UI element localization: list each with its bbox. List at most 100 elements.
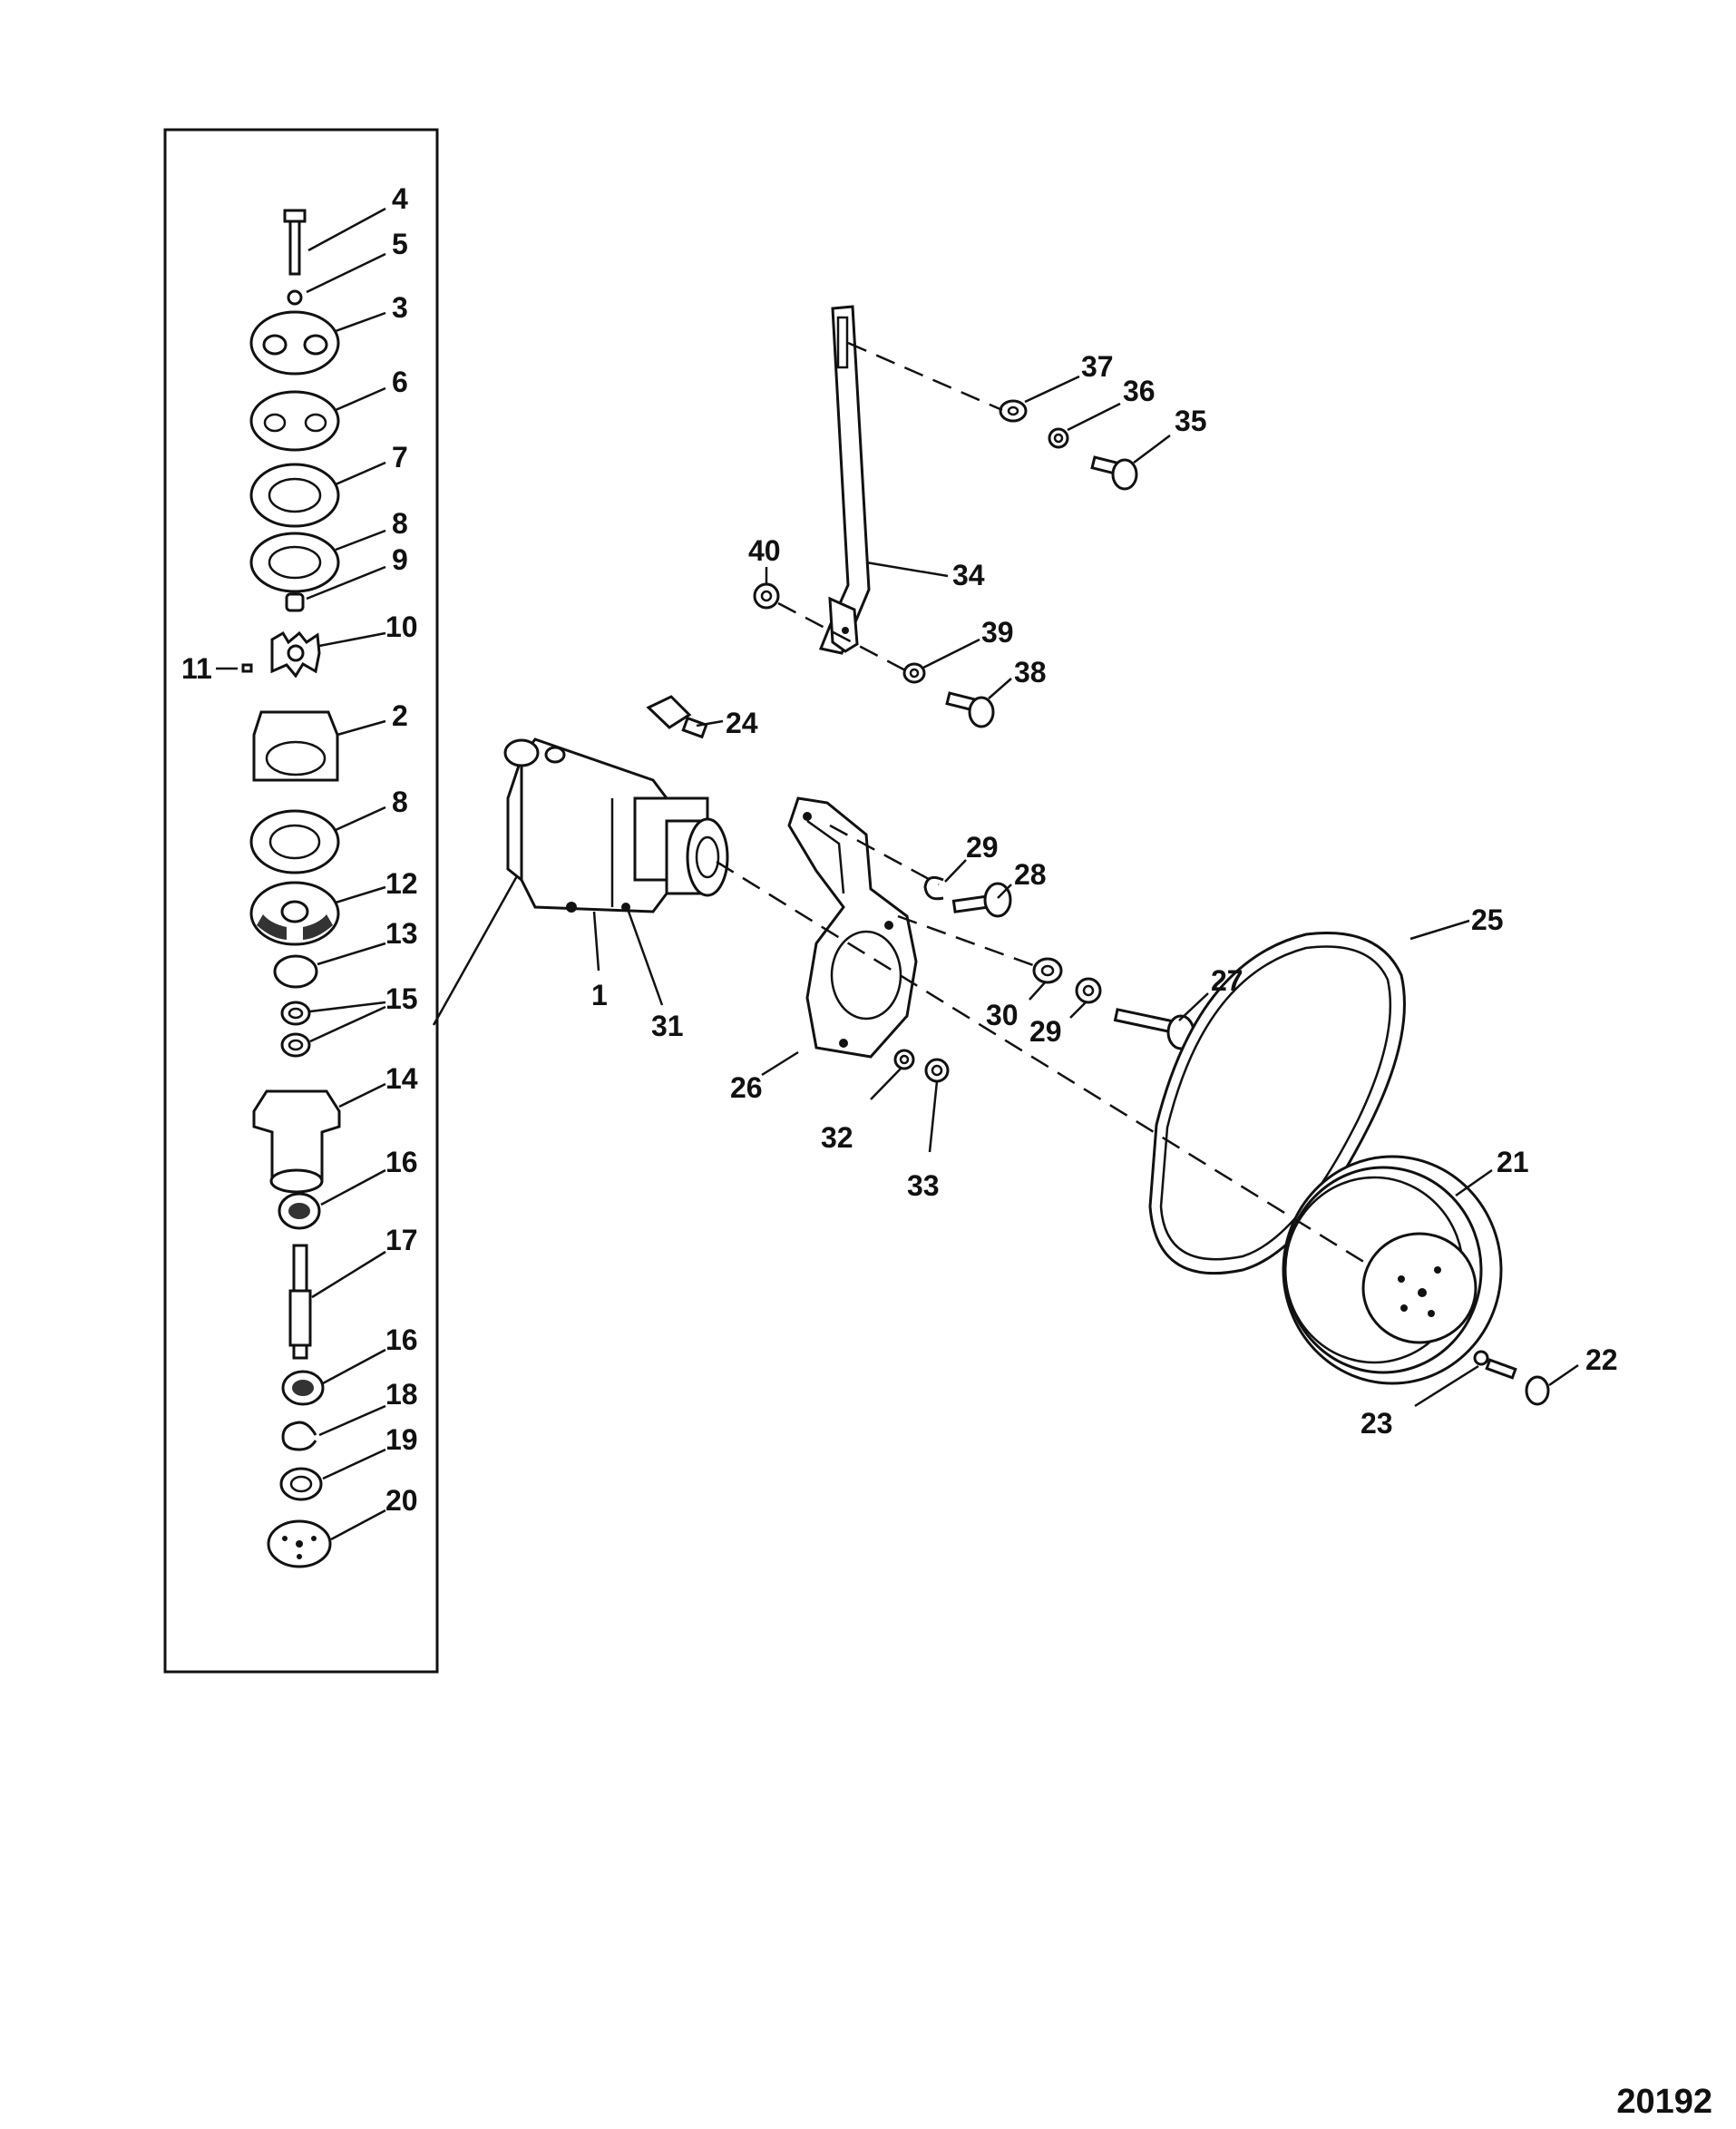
leader-26 xyxy=(761,1050,799,1077)
inset-parts xyxy=(216,207,386,1568)
leader-8b xyxy=(335,806,386,832)
part-bearing-upper xyxy=(278,1192,321,1230)
leader-30 xyxy=(1029,981,1047,1001)
callout-37: 37 xyxy=(1081,350,1114,383)
callout-3: 3 xyxy=(392,291,408,324)
callout-17: 17 xyxy=(385,1224,418,1256)
callout-9: 9 xyxy=(392,543,408,576)
callout-38: 38 xyxy=(1014,656,1047,689)
leader-32 xyxy=(870,1067,902,1100)
callout-27: 27 xyxy=(1211,964,1243,997)
leader-25 xyxy=(1409,919,1470,941)
callout-22: 22 xyxy=(1585,1343,1618,1376)
callout-35: 35 xyxy=(1175,405,1207,437)
callout-29b: 29 xyxy=(1029,1015,1062,1048)
part-arm-washer xyxy=(999,399,1028,423)
inset-frame xyxy=(163,128,439,1674)
part-mounting-bracket xyxy=(787,796,918,1059)
part-gasket-lower xyxy=(249,809,340,874)
callout-33: 33 xyxy=(907,1169,940,1202)
part-shaft xyxy=(288,1244,312,1360)
callout-labels: 4 5 3 6 7 8 9 10 11 2 8 12 13 15 14 16 1… xyxy=(181,182,1618,1517)
leader-36 xyxy=(1067,402,1121,432)
callout-8b: 8 xyxy=(392,786,408,818)
part-pulley xyxy=(1282,1155,1503,1385)
callout-40: 40 xyxy=(748,534,781,567)
callout-24: 24 xyxy=(726,707,758,739)
assembly-line-arm-lower xyxy=(777,601,908,673)
callout-21: 21 xyxy=(1497,1146,1529,1178)
leader-31 xyxy=(626,908,664,1006)
part-seals xyxy=(280,1001,311,1058)
callout-31: 31 xyxy=(651,1010,684,1042)
callout-16: 16 xyxy=(385,1146,418,1178)
part-pulley-bolt xyxy=(1485,1358,1550,1406)
part-gasket-upper xyxy=(249,532,340,593)
part-gasket xyxy=(249,390,340,452)
drawing-number: 20192 xyxy=(1616,2083,1712,2121)
part-drive-belt xyxy=(1148,931,1406,1275)
assembly-line-bracket xyxy=(829,824,940,886)
leader-16 xyxy=(320,1168,386,1206)
callout-5: 5 xyxy=(392,228,408,260)
callout-11: 11 xyxy=(181,652,212,685)
part-small-washer xyxy=(893,1049,915,1070)
callout-8: 8 xyxy=(392,507,408,540)
leader-24 xyxy=(696,719,724,728)
part-wear-plate xyxy=(249,463,340,528)
part-washer xyxy=(287,289,303,306)
part-impeller-housing xyxy=(252,710,339,782)
leader-37 xyxy=(1024,375,1080,404)
leader-2 xyxy=(336,719,386,737)
leader-15b xyxy=(309,1005,386,1043)
part-flat-washer xyxy=(1032,957,1063,984)
leader-7 xyxy=(335,461,386,486)
leader-19 xyxy=(322,1448,386,1480)
callout-25: 25 xyxy=(1471,903,1504,936)
leader-9 xyxy=(306,565,386,601)
part-adjusting-arm xyxy=(818,305,871,655)
pump-assembly xyxy=(503,737,729,913)
callout-23: 23 xyxy=(1361,1407,1393,1440)
leader-21 xyxy=(1455,1168,1493,1197)
leader-4 xyxy=(307,207,386,252)
leader-1 xyxy=(592,911,600,972)
leader-27 xyxy=(1178,992,1209,1021)
part-arm-lower-washer xyxy=(902,662,926,684)
leader-28 xyxy=(997,884,1012,899)
part-washer-lower xyxy=(279,1467,323,1501)
leader-17 xyxy=(311,1250,386,1299)
part-fitting xyxy=(646,695,708,739)
callout-6: 6 xyxy=(392,366,408,398)
leader-38 xyxy=(988,678,1012,699)
part-lock-washer xyxy=(923,875,944,901)
callout-18: 18 xyxy=(385,1378,418,1411)
part-sleeve xyxy=(285,592,305,612)
callout-13: 13 xyxy=(385,917,418,950)
leader-13 xyxy=(317,942,386,966)
leader-12 xyxy=(335,885,386,904)
part-long-bolt xyxy=(1113,1008,1195,1050)
leader-18 xyxy=(318,1404,386,1437)
leader-14 xyxy=(338,1082,386,1108)
callout-19: 19 xyxy=(385,1423,418,1456)
part-impeller xyxy=(270,630,321,679)
leader-29b xyxy=(1069,1001,1087,1019)
callout-39: 39 xyxy=(981,616,1014,649)
leader-23 xyxy=(1414,1364,1479,1408)
callout-16b: 16 xyxy=(385,1323,418,1356)
leader-5 xyxy=(306,252,386,294)
assembly-line-arm-upper xyxy=(847,341,1003,412)
leader-29a xyxy=(944,859,967,883)
callout-20: 20 xyxy=(385,1484,418,1517)
callout-10: 10 xyxy=(385,610,418,643)
part-bearing-lower xyxy=(281,1370,325,1406)
part-retaining-ring xyxy=(281,1421,317,1451)
part-plate xyxy=(249,881,340,946)
leader-35 xyxy=(1133,435,1171,464)
callout-26: 26 xyxy=(730,1071,763,1104)
callout-4: 4 xyxy=(392,182,408,215)
leader-10 xyxy=(318,631,386,648)
part-nut xyxy=(924,1058,950,1083)
